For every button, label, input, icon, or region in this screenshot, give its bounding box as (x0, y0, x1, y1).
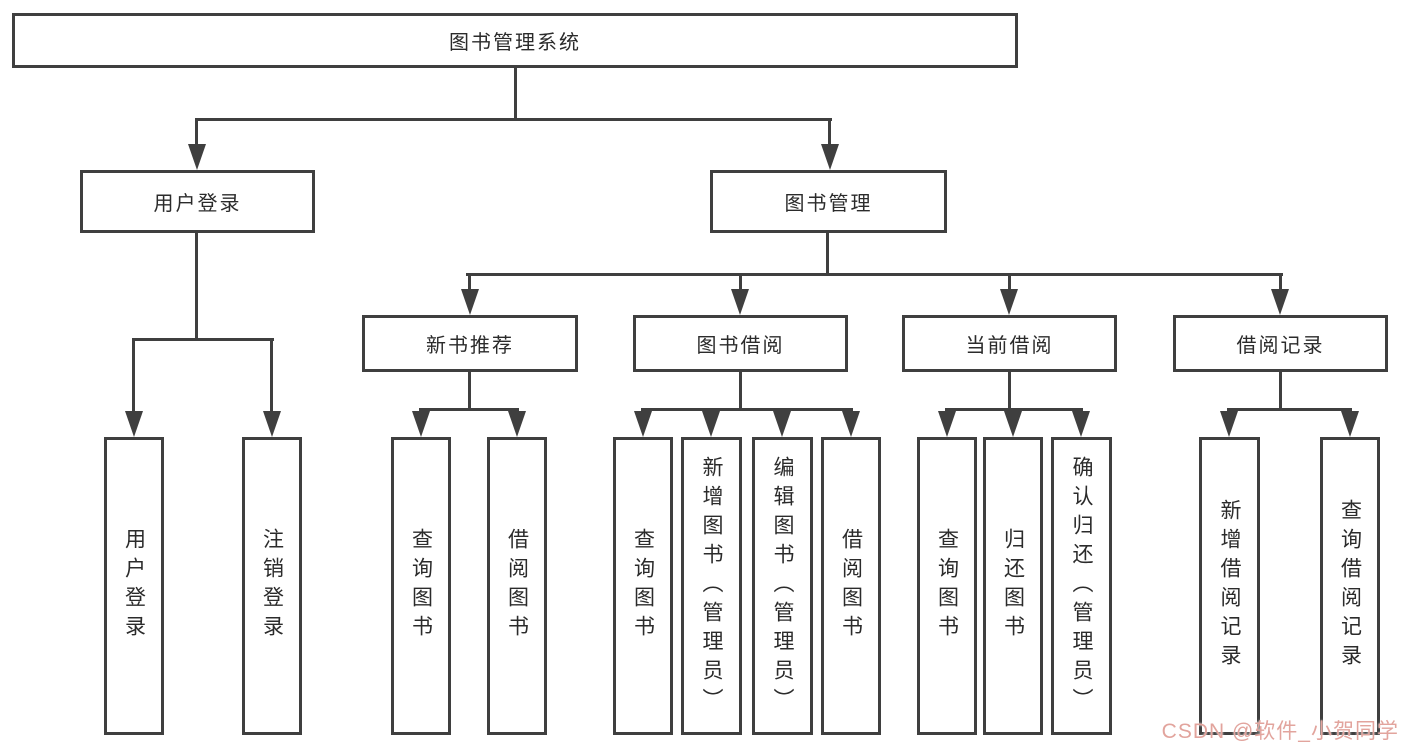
arrow-down-icon (1271, 289, 1289, 315)
arrow-down-icon (412, 411, 430, 437)
leaf-query-book-3: 查询图书 (917, 437, 977, 735)
arrow-down-icon (773, 411, 791, 437)
node-current-borrow-label: 当前借阅 (965, 335, 1054, 357)
arrow-down-icon (702, 411, 720, 437)
arrow-down-icon (842, 411, 860, 437)
leaf-return-book-label: 归还图书 (1001, 528, 1025, 644)
connector-line (270, 338, 273, 413)
connector-line (1227, 408, 1352, 411)
arrow-down-icon (1341, 411, 1359, 437)
node-borrow-record: 借阅记录 (1173, 315, 1388, 372)
connector-line (466, 273, 1283, 276)
leaf-borrow-book-2-label: 借阅图书 (839, 528, 863, 644)
connector-line (1279, 273, 1282, 291)
leaf-confirm-return-admin: 确认归还（管理员） (1051, 437, 1112, 735)
connector-line (195, 233, 198, 338)
leaf-borrow-book-1-label: 借阅图书 (505, 528, 529, 644)
arrow-down-icon (188, 144, 206, 170)
connector-line (132, 338, 135, 413)
leaf-confirm-return-admin-label: 确认归还（管理员） (1070, 455, 1093, 717)
node-user-login: 用户登录 (80, 170, 315, 233)
node-new-book-recommend: 新书推荐 (362, 315, 578, 372)
leaf-return-book: 归还图书 (983, 437, 1043, 735)
leaf-query-book-1: 查询图书 (391, 437, 451, 735)
arrow-down-icon (731, 289, 749, 315)
arrow-down-icon (125, 411, 143, 437)
leaf-query-book-1-label: 查询图书 (409, 528, 433, 644)
arrow-down-icon (263, 411, 281, 437)
arrow-down-icon (461, 289, 479, 315)
arrow-down-icon (508, 411, 526, 437)
arrow-down-icon (634, 411, 652, 437)
leaf-logout: 注销登录 (242, 437, 302, 735)
connector-line (195, 118, 832, 121)
leaf-logout-label: 注销登录 (260, 528, 284, 644)
leaf-query-book-3-label: 查询图书 (935, 528, 959, 644)
leaf-borrow-book-2: 借阅图书 (821, 437, 881, 735)
node-current-borrow: 当前借阅 (902, 315, 1117, 372)
node-new-book-recommend-label: 新书推荐 (426, 335, 514, 357)
node-user-login-label: 用户登录 (153, 193, 242, 215)
leaf-borrow-book-1: 借阅图书 (487, 437, 547, 735)
leaf-add-borrow-record-label: 新增借阅记录 (1218, 499, 1241, 673)
csdn-watermark: CSDN @软件_小贺同学 (1161, 720, 1399, 743)
leaf-user-login: 用户登录 (104, 437, 164, 735)
node-book-mgmt-label: 图书管理 (784, 193, 873, 215)
leaf-query-borrow-record-label: 查询借阅记录 (1338, 499, 1362, 673)
connector-line (945, 408, 1083, 411)
node-book-borrow: 图书借阅 (633, 315, 848, 372)
arrow-down-icon (821, 144, 839, 170)
connector-line (514, 68, 517, 118)
leaf-edit-book-admin: 编辑图书（管理员） (752, 437, 813, 735)
connector-line (468, 273, 471, 291)
connector-line (1279, 372, 1282, 408)
arrow-down-icon (1220, 411, 1238, 437)
connector-line (739, 372, 742, 408)
leaf-query-borrow-record: 查询借阅记录 (1320, 437, 1380, 735)
leaf-add-book-admin-label: 新增图书（管理员） (700, 455, 723, 717)
node-root: 图书管理系统 (12, 13, 1018, 68)
node-book-mgmt: 图书管理 (710, 170, 947, 233)
connector-line (1008, 372, 1011, 408)
connector-line (419, 408, 519, 411)
arrow-down-icon (1072, 411, 1090, 437)
connector-line (1008, 273, 1011, 291)
connector-line (468, 372, 471, 408)
node-root-label: 图书管理系统 (449, 32, 581, 54)
connector-line (195, 118, 198, 147)
leaf-user-login-label: 用户登录 (122, 528, 146, 644)
node-borrow-record-label: 借阅记录 (1236, 335, 1325, 357)
arrow-down-icon (1004, 411, 1022, 437)
connector-line (641, 408, 853, 411)
connector-line (828, 118, 831, 147)
leaf-edit-book-admin-label: 编辑图书（管理员） (771, 455, 794, 717)
leaf-query-book-2-label: 查询图书 (631, 528, 655, 644)
leaf-query-book-2: 查询图书 (613, 437, 673, 735)
node-book-borrow-label: 图书借阅 (696, 335, 785, 357)
leaf-add-book-admin: 新增图书（管理员） (681, 437, 742, 735)
connector-line (739, 273, 742, 291)
arrow-down-icon (938, 411, 956, 437)
leaf-add-borrow-record: 新增借阅记录 (1199, 437, 1260, 735)
arrow-down-icon (1000, 289, 1018, 315)
connector-line (826, 233, 829, 273)
connector-line (132, 338, 274, 341)
